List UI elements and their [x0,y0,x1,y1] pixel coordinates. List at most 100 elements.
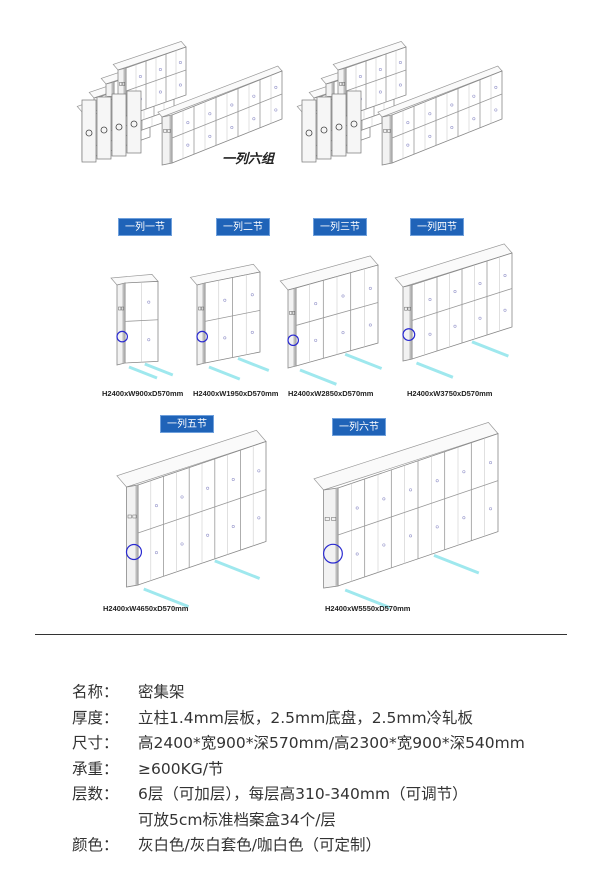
spec-value: 灰白色/灰白套色/咖白色（可定制） [138,836,381,854]
door-lock-icon [503,308,507,312]
door-lock-icon [494,108,498,112]
door-lock-icon [257,516,261,520]
door-lock-icon [489,507,493,511]
button-icon [383,129,387,133]
floor-rail [143,587,190,608]
shelf-divider [337,480,499,536]
config-tag-6: 一列六节 [332,418,386,436]
handwheel-icon [350,120,358,128]
button-icon [407,306,411,311]
door-lock-icon [398,83,402,87]
end-pillar [301,99,317,163]
floor-rail [208,365,241,381]
floor-rail [433,553,480,575]
spec-value: 6层（可加层），每层高310-340mm（可调节） [138,785,468,803]
door-lock-icon [158,68,162,72]
config-tag-3: 一列三节 [313,218,367,236]
handwheel-icon [130,120,138,128]
floor-rail [144,362,174,377]
door-lock-icon [503,273,507,277]
door-lock-icon [231,478,235,482]
config-dims-6: H2400xW5550xD570mm [325,604,411,613]
door-lock-icon [147,338,151,342]
door-lock-icon [428,297,432,301]
product-illustrations [76,40,513,609]
handwheel-icon [196,330,208,343]
door-lock-icon [368,323,372,327]
floor-rail [214,559,261,580]
door-lock-icon [154,551,158,555]
floor-rail [299,368,337,386]
button-icon [289,311,293,315]
door-lock-icon [428,332,432,336]
door-lock-icon [206,486,210,490]
door-lock-icon [231,525,235,529]
config-dims-5: H2400xW4650xD570mm [103,604,189,613]
group-label: 一列六组 [222,152,275,167]
door-lock-icon [398,60,402,64]
cabinet-top [313,421,499,491]
floor-rail [128,365,158,380]
button-icon [121,306,125,311]
handwheel-icon [320,126,328,134]
shelf-divider [295,302,379,326]
door-lock-icon [252,117,256,121]
door-lock-icon [450,126,454,130]
end-pillar [126,90,142,154]
config-dims-3: H2400xW2850xD570mm [288,389,374,398]
door-lock-icon [138,75,142,79]
door-lock-icon [472,94,476,98]
door-lock-icon [382,543,386,547]
shelf-divider [204,310,261,322]
spec-list: 名称：密集架 厚度：立柱1.4mm层板，2.5mm底盘，2.5mm冷轧板 尺寸：… [72,680,525,859]
button-icon [387,129,391,133]
door-lock-icon [186,121,190,125]
button-icon [342,82,346,86]
cabinet-top [116,429,267,488]
door-lock-icon [186,143,190,147]
button-icon [198,306,202,311]
door-lock-icon [274,108,278,112]
door-lock-icon [257,469,261,473]
config-dims-2: H2400xW1950xD570mm [193,389,279,398]
door-lock-icon [472,117,476,121]
shelf-divider [125,69,187,92]
door-lock-icon [252,94,256,98]
spec-row-load: 承重：≥600KG/节 [72,757,525,783]
button-icon [339,82,343,86]
spec-value: 可放5cm标准档案盒34个/层 [138,810,336,829]
door-lock-icon [355,506,359,510]
button-icon [292,311,296,315]
door-lock-icon [462,516,466,520]
door-lock-icon [462,470,466,474]
door-lock-icon [341,294,345,298]
config-dims-4: H2400xW3750xD570mm [407,389,493,398]
door-lock-icon [223,298,227,302]
spec-value: 密集架 [138,683,185,701]
config-tag-2: 一列二节 [216,218,270,236]
handwheel-icon [125,543,143,561]
config-dims-1: H2400xW900xD570mm [102,389,184,398]
button-icon [132,514,137,519]
door-lock-icon [250,293,254,297]
door-lock-icon [178,83,182,87]
spec-row-thickness: 厚度：立柱1.4mm层板，2.5mm底盘，2.5mm冷轧板 [72,706,525,732]
button-icon [119,82,123,86]
door-lock-icon [250,330,254,334]
door-lock-icon [208,112,212,116]
divider [35,634,567,635]
button-icon [201,306,205,311]
door-lock-icon [435,525,439,529]
spec-row-capacity: 可放5cm标准档案盒34个/层 [72,808,525,834]
floor-rail [471,340,509,358]
floor-rail [344,352,383,370]
floor-rail [344,588,391,609]
door-lock-icon [378,90,382,94]
handwheel-icon [85,129,93,137]
handwheel-icon [116,330,128,343]
door-lock-icon [428,112,432,116]
door-lock-icon [180,495,184,499]
handwheel-icon [323,543,343,564]
end-pillar [81,99,97,163]
door-lock-icon [406,121,410,125]
